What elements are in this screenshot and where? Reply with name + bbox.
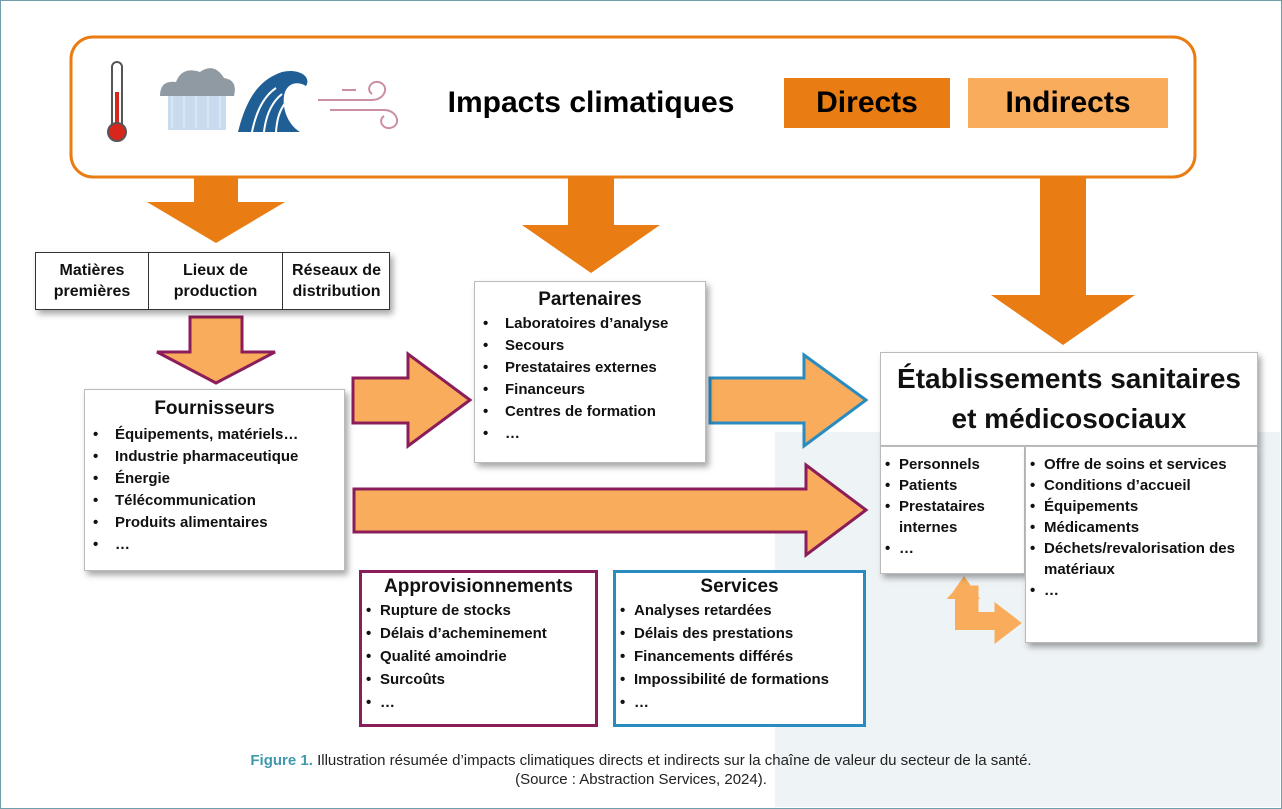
- list-item: Personnels: [881, 454, 1020, 475]
- list-item: Délais des prestations: [616, 622, 863, 645]
- cell-raw-materials: Matières premières: [36, 253, 149, 309]
- list-item: Offre de soins et services: [1026, 454, 1253, 475]
- partners-box: Partenaires Laboratoires d’analyse Secou…: [474, 281, 706, 463]
- list-item: Télécommunication: [85, 490, 344, 512]
- services-list: Analyses retardées Délais des prestation…: [616, 599, 863, 714]
- bent-arrow-head-up: [948, 576, 980, 599]
- wind-icon: [318, 80, 399, 130]
- list-item: Financeurs: [475, 379, 705, 401]
- arrow-suppliers-to-partners: [351, 351, 473, 449]
- list-item: Équipements, matériels…: [85, 424, 344, 446]
- directs-tag-box: [784, 78, 950, 128]
- list-item: …: [616, 691, 863, 714]
- establishments-people-box: Personnels Patients Prestataires interne…: [880, 446, 1025, 574]
- list-item: …: [475, 423, 705, 445]
- suppliers-list: Équipements, matériels… Industrie pharma…: [85, 424, 344, 556]
- list-item: Conditions d’accueil: [1026, 475, 1253, 496]
- list-item: Équipements: [1026, 496, 1253, 517]
- arrow-production-to-suppliers: [156, 315, 276, 385]
- list-item: Patients: [881, 475, 1020, 496]
- list-item: …: [85, 534, 344, 556]
- list-item: Déchets/revalorisation des matériaux: [1026, 538, 1253, 580]
- arrow-suppliers-to-establishments: [352, 462, 869, 558]
- list-item: Prestataires externes: [475, 357, 705, 379]
- partners-list: Laboratoires d’analyse Secours Prestatai…: [475, 313, 705, 445]
- list-item: …: [881, 538, 1020, 559]
- production-box: Matières premières Lieux de production R…: [35, 252, 390, 310]
- arrow-down-to-production: [147, 177, 285, 243]
- services-box: Services Analyses retardées Délais des p…: [613, 570, 866, 727]
- establishments-people-list: Personnels Patients Prestataires interne…: [881, 454, 1020, 559]
- list-item: Industrie pharmaceutique: [85, 446, 344, 468]
- bent-arrow-foot: [955, 612, 997, 630]
- list-item: Prestataires internes: [881, 496, 1020, 538]
- arrow-down-to-establishments: [991, 177, 1135, 345]
- suppliers-box: Fournisseurs Équipements, matériels… Ind…: [84, 389, 345, 571]
- indirects-tag-box: [968, 78, 1168, 128]
- arrow-down-to-partners: [522, 177, 660, 273]
- list-item: Impossibilité de formations: [616, 668, 863, 691]
- partners-title: Partenaires: [538, 289, 642, 310]
- establishments-services-list: Offre de soins et services Conditions d’…: [1026, 454, 1253, 601]
- arrow-partners-to-establishments: [708, 352, 869, 449]
- list-item: Médicaments: [1026, 517, 1253, 538]
- establishments-title-line2: et médicosociaux: [951, 403, 1187, 434]
- caption-source: (Source : Abstraction Services, 2024).: [515, 771, 767, 788]
- list-item: Énergie: [85, 468, 344, 490]
- list-item: Laboratoires d’analyse: [475, 313, 705, 335]
- list-item: Centres de formation: [475, 401, 705, 423]
- cloud-rain-icon: [160, 68, 235, 130]
- list-item: …: [1026, 580, 1253, 601]
- establishments-title-line1: Établissements sanitaires: [897, 363, 1241, 394]
- list-item: …: [362, 691, 595, 714]
- wave-icon: [238, 70, 308, 133]
- establishments-services-box: Offre de soins et services Conditions d’…: [1025, 446, 1258, 643]
- list-item: Produits alimentaires: [85, 512, 344, 534]
- caption-line1: Figure 1. Illustration résumée d’impacts…: [0, 751, 1282, 770]
- list-item: Délais d’acheminement: [362, 622, 595, 645]
- caption-label: Figure 1.: [250, 752, 313, 769]
- list-item: Qualité amoindrie: [362, 645, 595, 668]
- indirects-tag: Indirects: [1005, 86, 1131, 119]
- supplies-title: Approvisionnements: [384, 576, 573, 597]
- list-item: Analyses retardées: [616, 599, 863, 622]
- caption-text: Illustration résumée d’impacts climatiqu…: [312, 752, 1032, 769]
- cell-distribution-networks: Réseaux de distribution: [292, 262, 381, 300]
- list-item: Secours: [475, 335, 705, 357]
- cell-production-sites: Lieux de production: [149, 253, 283, 309]
- suppliers-title: Fournisseurs: [154, 398, 275, 419]
- supplies-list: Rupture de stocks Délais d’acheminement …: [362, 599, 595, 714]
- services-title: Services: [700, 576, 779, 597]
- list-item: Rupture de stocks: [362, 599, 595, 622]
- figure-caption: Figure 1. Illustration résumée d’impacts…: [0, 751, 1282, 789]
- supplies-box: Approvisionnements Rupture de stocks Dél…: [359, 570, 598, 727]
- establishments-title-box: Établissements sanitaires et médicosocia…: [880, 352, 1258, 446]
- list-item: Surcoûts: [362, 668, 595, 691]
- list-item: Financements différés: [616, 645, 863, 668]
- directs-tag: Directs: [816, 86, 918, 119]
- thermometer-icon: [107, 61, 127, 142]
- impacts-title: Impacts climatiques: [415, 75, 767, 131]
